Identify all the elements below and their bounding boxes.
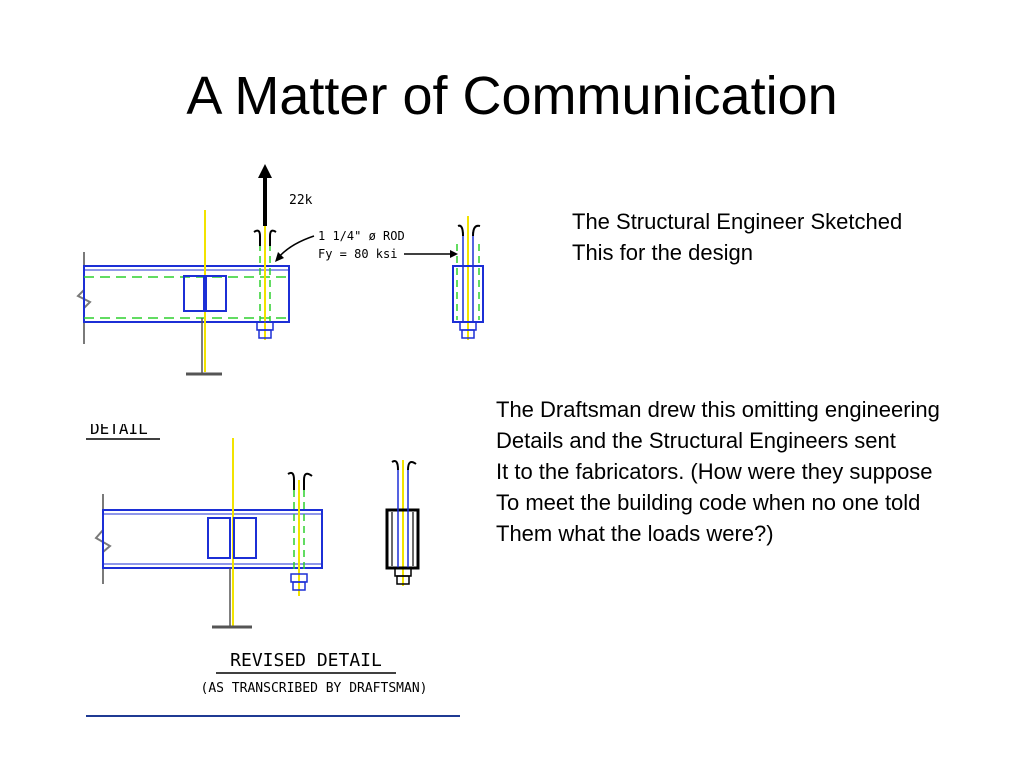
- note-line: This for the design: [572, 240, 753, 265]
- note-line: It to the fabricators. (How were they su…: [496, 459, 933, 484]
- rod-hook: [407, 461, 417, 471]
- detail-subtitle: (AS TRANSCRIBED BY DRAFTSMAN): [201, 681, 428, 696]
- slide-title: A Matter of Communication: [186, 66, 838, 126]
- note-line: The Draftsman drew this omitting enginee…: [496, 397, 940, 422]
- leader-arrowhead: [450, 250, 458, 258]
- note-line: Them what the loads were?): [496, 521, 774, 546]
- stiffener-plate: [205, 275, 227, 312]
- stiffener-plate: [233, 517, 257, 559]
- leader-line: [277, 235, 315, 259]
- nut: [461, 329, 475, 339]
- nut: [396, 575, 410, 585]
- rod-hook: [287, 471, 295, 490]
- beam: [102, 509, 323, 569]
- load-label: 22k: [289, 193, 313, 208]
- rod-hook: [269, 229, 277, 246]
- engineer-sketch-note: The Structural Engineer Sketched This fo…: [572, 206, 902, 268]
- beam: [83, 265, 290, 323]
- stiffener-plate: [207, 517, 231, 559]
- nut: [258, 329, 272, 339]
- leader-arrowhead: [275, 252, 284, 262]
- note-line: To meet the building code when no one to…: [496, 490, 921, 515]
- partial-detail-header: DETAIL: [90, 419, 148, 438]
- stress-label: Fy = 80 ksi: [318, 247, 397, 261]
- detail-title: REVISED DETAIL: [230, 650, 382, 671]
- draftsman-note: The Draftsman drew this omitting enginee…: [496, 394, 940, 549]
- load-arrowhead: [258, 164, 272, 178]
- rod-hook: [303, 472, 313, 490]
- draftsman-detail: DETAIL REVISED DETAIL: [86, 419, 460, 717]
- rod-hook: [472, 224, 481, 237]
- stiffener-plate: [183, 275, 205, 312]
- rod-hook: [457, 224, 464, 237]
- note-line: The Structural Engineer Sketched: [572, 209, 903, 234]
- note-line: Details and the Structural Engineers sen…: [496, 428, 896, 453]
- rod-hook: [391, 460, 399, 471]
- rod-hook: [253, 229, 261, 246]
- engineer-sketch: 22k 1 1/4" ø ROD Fy = 80 ksi: [76, 164, 484, 376]
- nut: [292, 581, 306, 591]
- rod-label: 1 1/4" ø ROD: [318, 229, 405, 243]
